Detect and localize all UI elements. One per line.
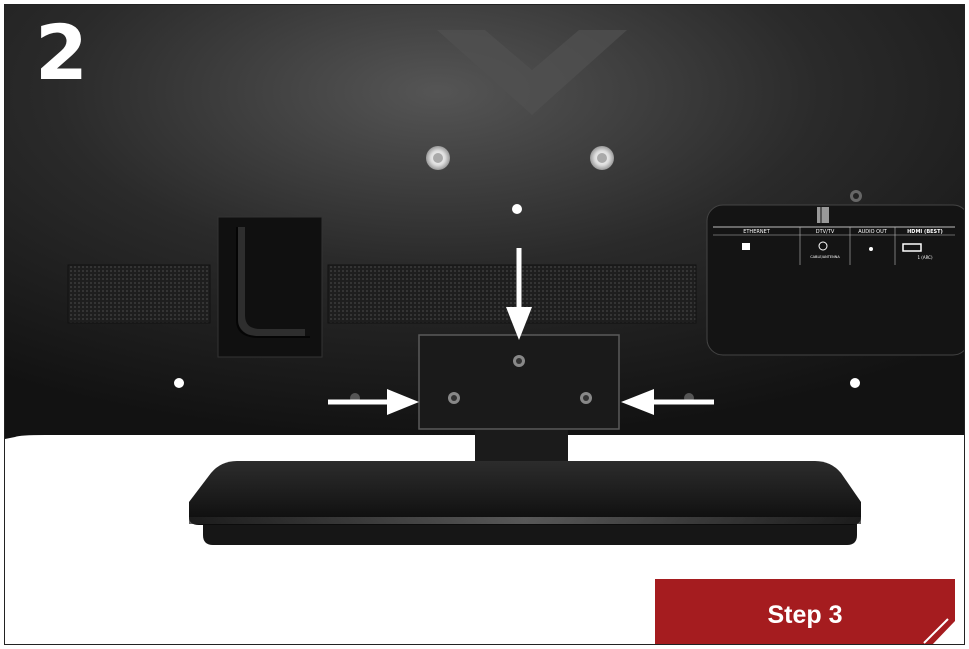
port-label-dtv: DTV/TV (815, 229, 835, 235)
step-number: 2 (35, 8, 88, 97)
port-sublabel-dtv: CABLE/ANTENNA (810, 255, 840, 259)
left-arrow (621, 389, 714, 415)
port-panel (706, 190, 964, 356)
step-badge (655, 579, 955, 644)
stand-bracket (418, 334, 620, 430)
port-label-ethernet: ETHERNET (743, 229, 770, 235)
port-sublabel-hdmi: 1 (ARC) (917, 255, 933, 260)
side-hole-left (174, 378, 184, 388)
hdmi-port-icon (902, 243, 922, 252)
center-hole (512, 204, 522, 214)
coax-port-icon (818, 241, 828, 251)
port-label-audio: AUDIO OUT (858, 229, 887, 235)
right-arrow (328, 389, 419, 415)
brand-v-logo (437, 30, 627, 115)
side-hole-right (850, 378, 860, 388)
step-badge-label: Step 3 (767, 600, 843, 629)
down-arrow (506, 248, 532, 340)
ethernet-port-icon (742, 243, 750, 250)
stand-base (189, 461, 861, 545)
audio-port-icon (869, 247, 873, 251)
port-label-hdmi: HDMI (BEST) (907, 229, 943, 235)
illustration-frame: 2 ETHERNET DTV/TV CABLE/ANTENNA AUDIO OU… (4, 4, 965, 645)
tv-assembly-illustration (5, 5, 964, 644)
speaker-grill-left (67, 264, 211, 324)
mount-insert-right (590, 146, 614, 170)
mount-insert-left (426, 146, 450, 170)
handle-recess (217, 216, 323, 358)
